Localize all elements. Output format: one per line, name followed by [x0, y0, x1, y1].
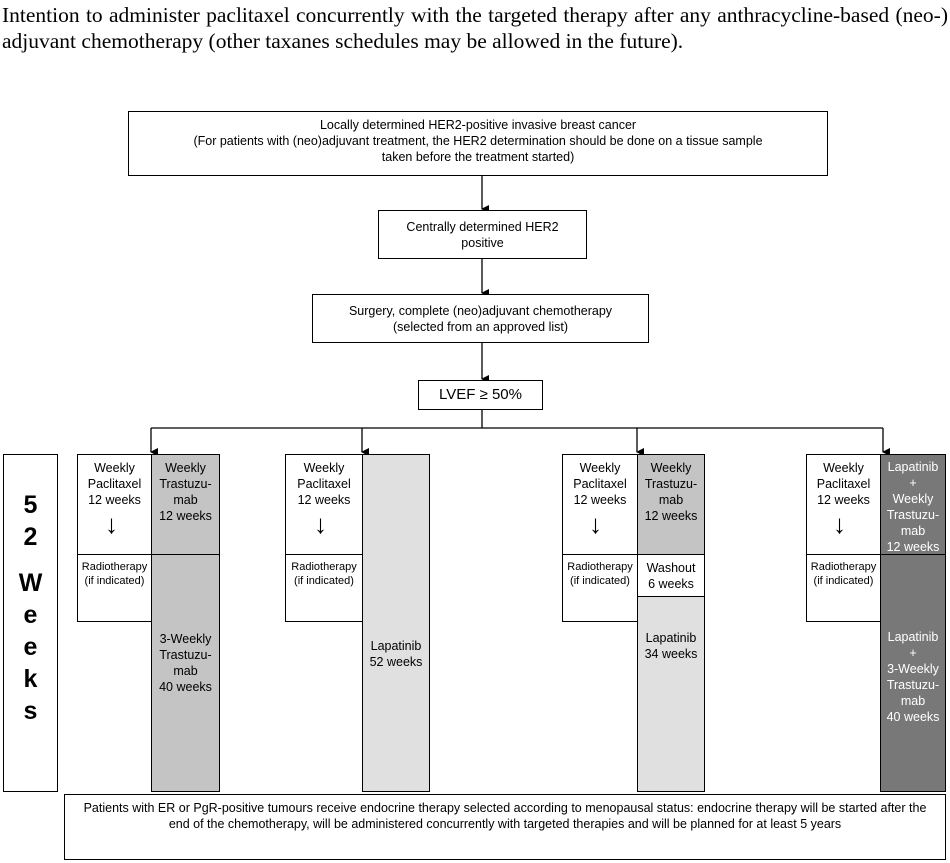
arm4-lapatinib-trastuzumab-weekly: Lapatinib + Weekly Trastuzu- mab 12 week…: [880, 454, 946, 555]
arm2-paclitaxel: Weekly Paclitaxel 12 weeks: [285, 454, 363, 555]
box-surgery: Surgery, complete (neo)adjuvant chemothe…: [312, 294, 649, 343]
intro-paragraph: Intention to administer paclitaxel concu…: [2, 3, 948, 53]
arm2-lapatinib: Lapatinib 52 weeks: [362, 454, 430, 792]
weeks-side-label: 5 2 W e e k s: [3, 454, 58, 792]
arm1-trastuzumab-weekly: Weekly Trastuzu- mab 12 weeks: [151, 454, 220, 555]
arm4-lapatinib-trastuzumab-3weekly: Lapatinib + 3-Weekly Trastuzu- mab 40 we…: [880, 554, 946, 792]
arm1-down-arrow-icon: ↓: [105, 509, 118, 539]
arm3-trastuzumab-weekly: Weekly Trastuzu- mab 12 weeks: [637, 454, 705, 555]
arm3-radiotherapy: Radiotherapy (if indicated): [562, 554, 638, 622]
box-her2-local: Locally determined HER2-positive invasiv…: [128, 111, 828, 176]
box-lvef: LVEF ≥ 50%: [418, 380, 543, 410]
arm3-paclitaxel: Weekly Paclitaxel 12 weeks: [562, 454, 638, 555]
endocrine-therapy-note: Patients with ER or PgR-positive tumours…: [64, 794, 946, 860]
arm3-lapatinib: Lapatinib 34 weeks: [637, 596, 705, 792]
box-her2-central: Centrally determined HER2 positive: [378, 210, 587, 259]
arm4-paclitaxel: Weekly Paclitaxel 12 weeks: [806, 454, 881, 555]
arm3-washout: Washout 6 weeks: [637, 554, 705, 597]
arm4-radiotherapy: Radiotherapy (if indicated): [806, 554, 881, 622]
arm1-trastuzumab-3weekly: 3-Weekly Trastuzu- mab 40 weeks: [151, 554, 220, 792]
arm2-down-arrow-icon: ↓: [314, 509, 327, 539]
arm4-down-arrow-icon: ↓: [833, 509, 846, 539]
arm1-paclitaxel: Weekly Paclitaxel 12 weeks: [77, 454, 152, 555]
arm1-radiotherapy: Radiotherapy (if indicated): [77, 554, 152, 622]
arm2-radiotherapy: Radiotherapy (if indicated): [285, 554, 363, 622]
arm3-down-arrow-icon: ↓: [589, 509, 602, 539]
